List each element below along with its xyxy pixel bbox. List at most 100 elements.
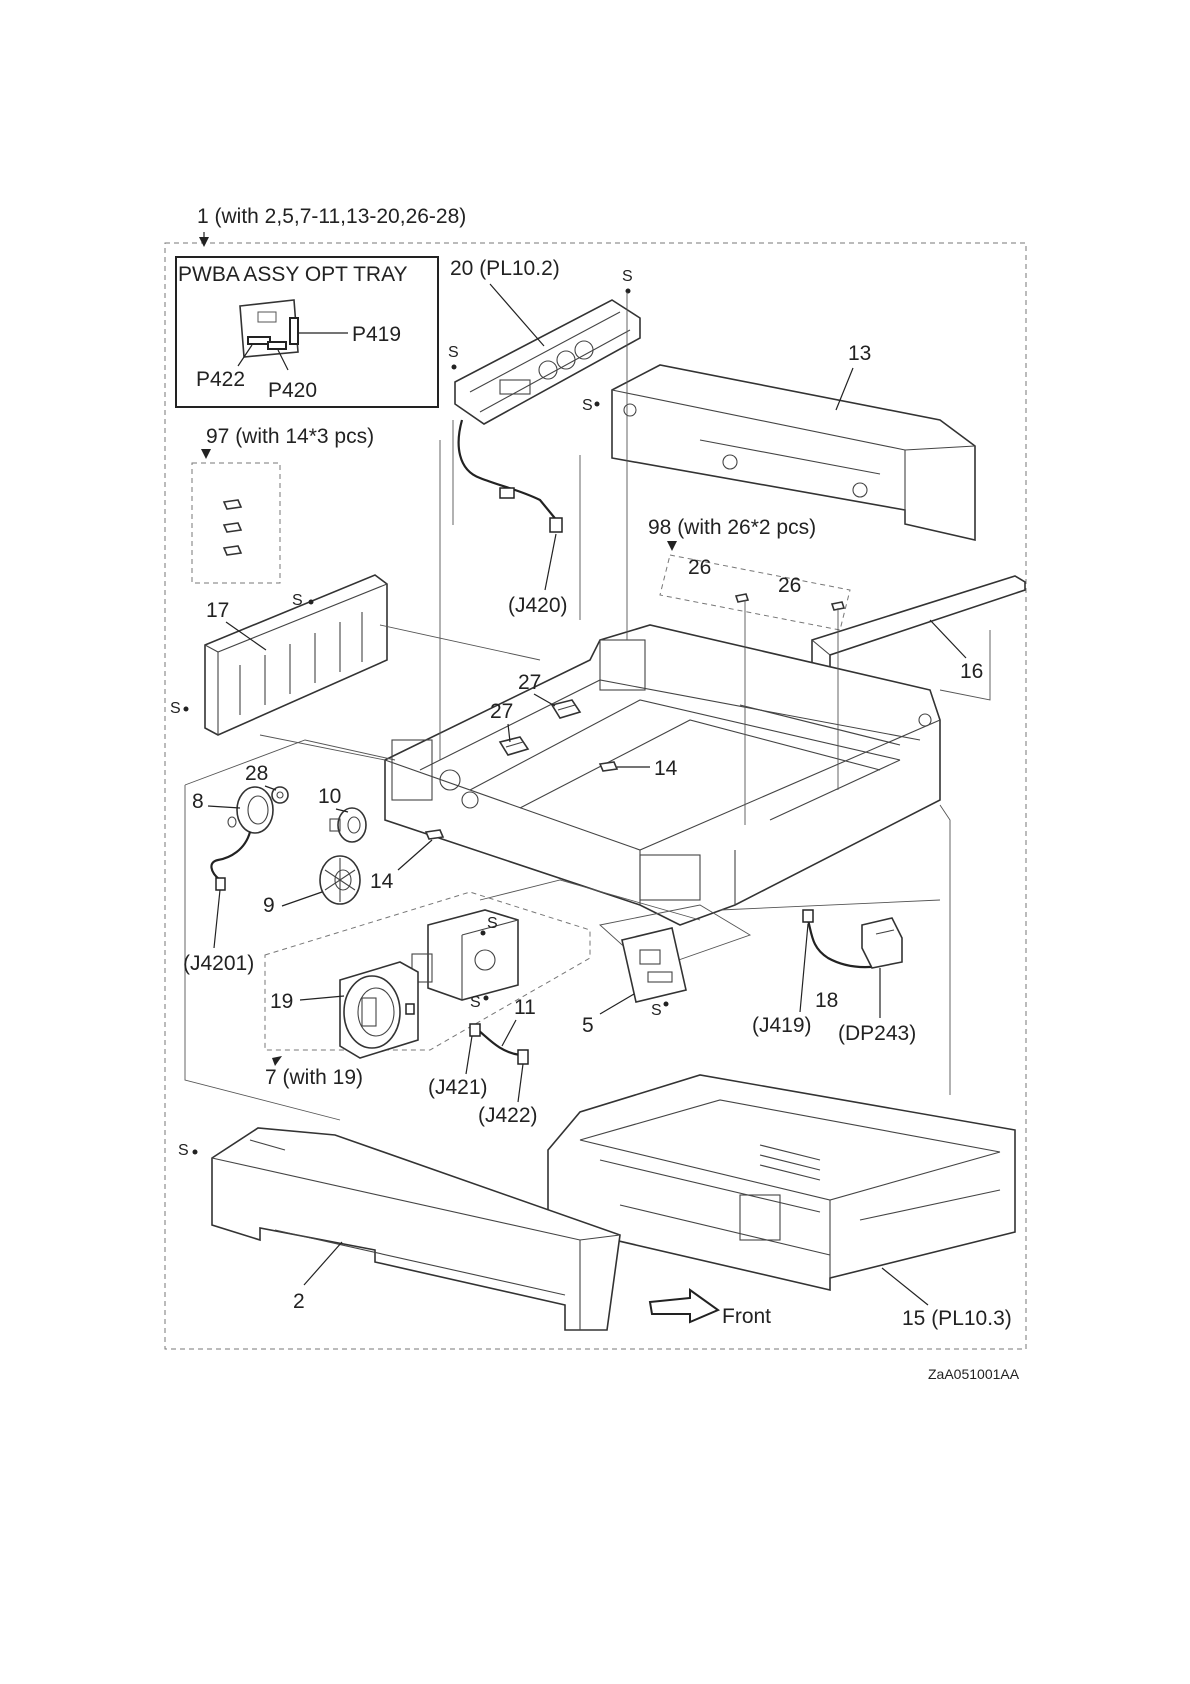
leader-j421 (466, 1036, 472, 1074)
front-label: Front (722, 1305, 771, 1328)
leader-16 (930, 620, 966, 658)
sensor-dp243 (862, 918, 902, 968)
assembly-main-label: 1 (with 2,5,7-11,13-20,26-28) (197, 205, 466, 228)
callout-20: 20 (PL10.2) (450, 257, 560, 280)
leader-28 (265, 786, 276, 790)
pad-14-center (600, 762, 617, 771)
callout-19: 19 (270, 990, 293, 1013)
pad-14-b (224, 523, 241, 532)
leader-8 (208, 806, 240, 808)
callout-27-b: 27 (490, 700, 513, 723)
leader-j420 (545, 534, 556, 590)
pad-14-c (224, 546, 241, 555)
screw-mark-5: S (651, 1002, 662, 1019)
callout-14-b: 14 (370, 870, 394, 893)
screw-mark-2: S (178, 1142, 189, 1159)
subgroup-98-label: 98 (with 26*2 pcs) (648, 516, 816, 539)
pwba-chip (258, 312, 276, 322)
screw-dot-2 (193, 1150, 198, 1155)
screw-mark-7-bottom: S (470, 994, 481, 1011)
part-5-board (622, 928, 686, 1002)
screw-dot-20-left (452, 365, 457, 370)
pwba-inset: PWBA ASSY OPT TRAY P419 P422 P420 (176, 257, 438, 407)
callout-9: 9 (263, 894, 275, 917)
screw-mark-17-left: S (170, 700, 181, 717)
leader-5 (600, 994, 634, 1014)
screw-dot-13 (595, 402, 600, 407)
screw-dot-7-top (481, 931, 486, 936)
label-p420: P420 (268, 379, 317, 402)
callout-14-a: 14 (654, 757, 678, 780)
callout-15: 15 (PL10.3) (902, 1307, 1012, 1330)
callout-10: 10 (318, 785, 341, 808)
callout-8: 8 (192, 790, 204, 813)
callout-26-b: 26 (778, 574, 801, 597)
pwba-connector-p420 (268, 342, 286, 349)
part-8-clutch (211, 787, 273, 890)
guide-line-10 (185, 740, 395, 785)
connector-j421: (J421) (428, 1076, 488, 1099)
screw-mark-13: S (582, 397, 593, 414)
callout-26-a: 26 (688, 556, 711, 579)
part-15-cassette (548, 1075, 1015, 1290)
callout-2: 2 (293, 1290, 305, 1313)
guide-line-9 (260, 735, 385, 760)
screw-mark-7-top: S (487, 915, 498, 932)
label-p419: P419 (352, 323, 401, 346)
screw-dot-17-left (184, 707, 189, 712)
guide-line-13 (720, 900, 940, 910)
subgroup-97-arrow (201, 449, 211, 459)
callout-11: 11 (514, 996, 536, 1019)
leader-j4201 (214, 890, 220, 948)
screw-dot-5 (664, 1002, 669, 1007)
part-9-gear (320, 856, 360, 904)
subgroup-7-label: 7 (with 19) (265, 1066, 363, 1089)
guide-line-12 (940, 805, 950, 1095)
leader-15 (882, 1268, 928, 1305)
leader-20 (490, 284, 544, 346)
connector-j422: (J422) (478, 1104, 538, 1127)
connector-j419: (J419) (752, 1014, 812, 1037)
pad-14-left (426, 830, 443, 839)
connector-j4201: (J4201) (183, 952, 254, 975)
leader-19 (300, 996, 344, 1000)
callout-13: 13 (848, 342, 871, 365)
part-13-rear-cover (612, 365, 975, 540)
callout-27-a: 27 (518, 671, 541, 694)
subgroup-97-label: 97 (with 14*3 pcs) (206, 425, 374, 448)
part-11-harness (470, 1024, 528, 1064)
subgroup-97: 97 (with 14*3 pcs) (192, 425, 374, 583)
screw-mark-17-top: S (292, 592, 303, 609)
subgroup-98-arrow (667, 541, 677, 551)
leader-11 (502, 1020, 516, 1046)
label-p422: P422 (196, 368, 245, 391)
subgroup-7-arrow (272, 1056, 282, 1066)
leader-j422 (518, 1064, 523, 1102)
pad-14-a (224, 500, 241, 509)
figure-code: ZaA051001AA (928, 1366, 1020, 1382)
leader-14-left (398, 840, 432, 870)
guide-line-8 (380, 625, 540, 660)
motor-bracket (412, 910, 518, 1000)
pwba-connector-p419 (290, 318, 298, 344)
connector-dp243: (DP243) (838, 1022, 916, 1045)
pwba-inset-title: PWBA ASSY OPT TRAY (178, 263, 408, 286)
pin-26-a (736, 594, 748, 602)
screw-dot-7-bottom (484, 996, 489, 1001)
screw-dot-17-top (309, 600, 314, 605)
leader-9 (282, 892, 322, 906)
callout-16: 16 (960, 660, 983, 683)
leader-j419 (800, 924, 808, 1012)
callout-28: 28 (245, 762, 268, 785)
screw-mark-20-left: S (448, 344, 459, 361)
assembly-pointer-arrow (199, 237, 209, 247)
leader-2 (304, 1242, 342, 1285)
pwba-connector-p422 (248, 337, 270, 344)
front-arrow-icon (650, 1290, 718, 1322)
screw-dot-20-right (626, 289, 631, 294)
part-10-gear (330, 808, 366, 842)
callout-5: 5 (582, 1014, 594, 1037)
callout-17: 17 (206, 599, 229, 622)
part-19-motor (340, 962, 418, 1058)
